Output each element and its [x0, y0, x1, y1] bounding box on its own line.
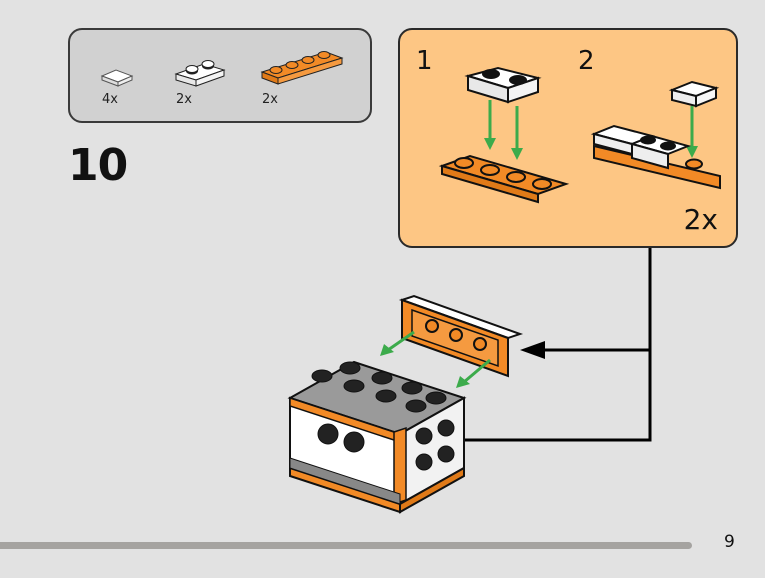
- white-plate-icon: [464, 66, 542, 104]
- callout-line-lower: [430, 350, 652, 442]
- sub-step-1-illustration: [438, 66, 570, 204]
- page-number: 9: [724, 532, 735, 552]
- callout-line-upper: [540, 248, 652, 352]
- sub-step-2-illustration: [590, 80, 721, 190]
- sub-assembly-box: 1 2: [398, 28, 738, 248]
- green-arrow-icon: [484, 100, 523, 160]
- callout-arrowhead-upper: [520, 341, 545, 359]
- green-arrow-icon: [686, 106, 698, 158]
- sub-step-1-number: 1: [416, 46, 433, 76]
- parts-qty-plate-orange: 2x: [262, 92, 278, 107]
- green-arrow-icon: [380, 330, 491, 388]
- parts-qty-tile: 4x: [102, 92, 118, 107]
- sub-step-2-number: 2: [578, 46, 595, 76]
- main-model-illustration: [287, 294, 524, 514]
- cube-model-icon: [287, 360, 467, 514]
- step-number: 10: [68, 140, 128, 191]
- parts-list-box: 4x 2x 2x: [68, 28, 372, 123]
- progress-bar: [0, 542, 692, 549]
- plate-1x2-white-icon: [174, 60, 226, 87]
- parts-qty-plate-white: 2x: [176, 92, 192, 107]
- white-tile-icon: [668, 80, 720, 108]
- plate-1x4-orange-icon: [260, 51, 344, 85]
- tile-1x1-white-icon: [100, 69, 134, 87]
- sub-assembly-multiplier: 2x: [683, 203, 718, 236]
- orange-plate-icon: [438, 154, 570, 204]
- assembled-plate-icon: [590, 124, 721, 190]
- orange-side-plate-icon: [398, 294, 524, 378]
